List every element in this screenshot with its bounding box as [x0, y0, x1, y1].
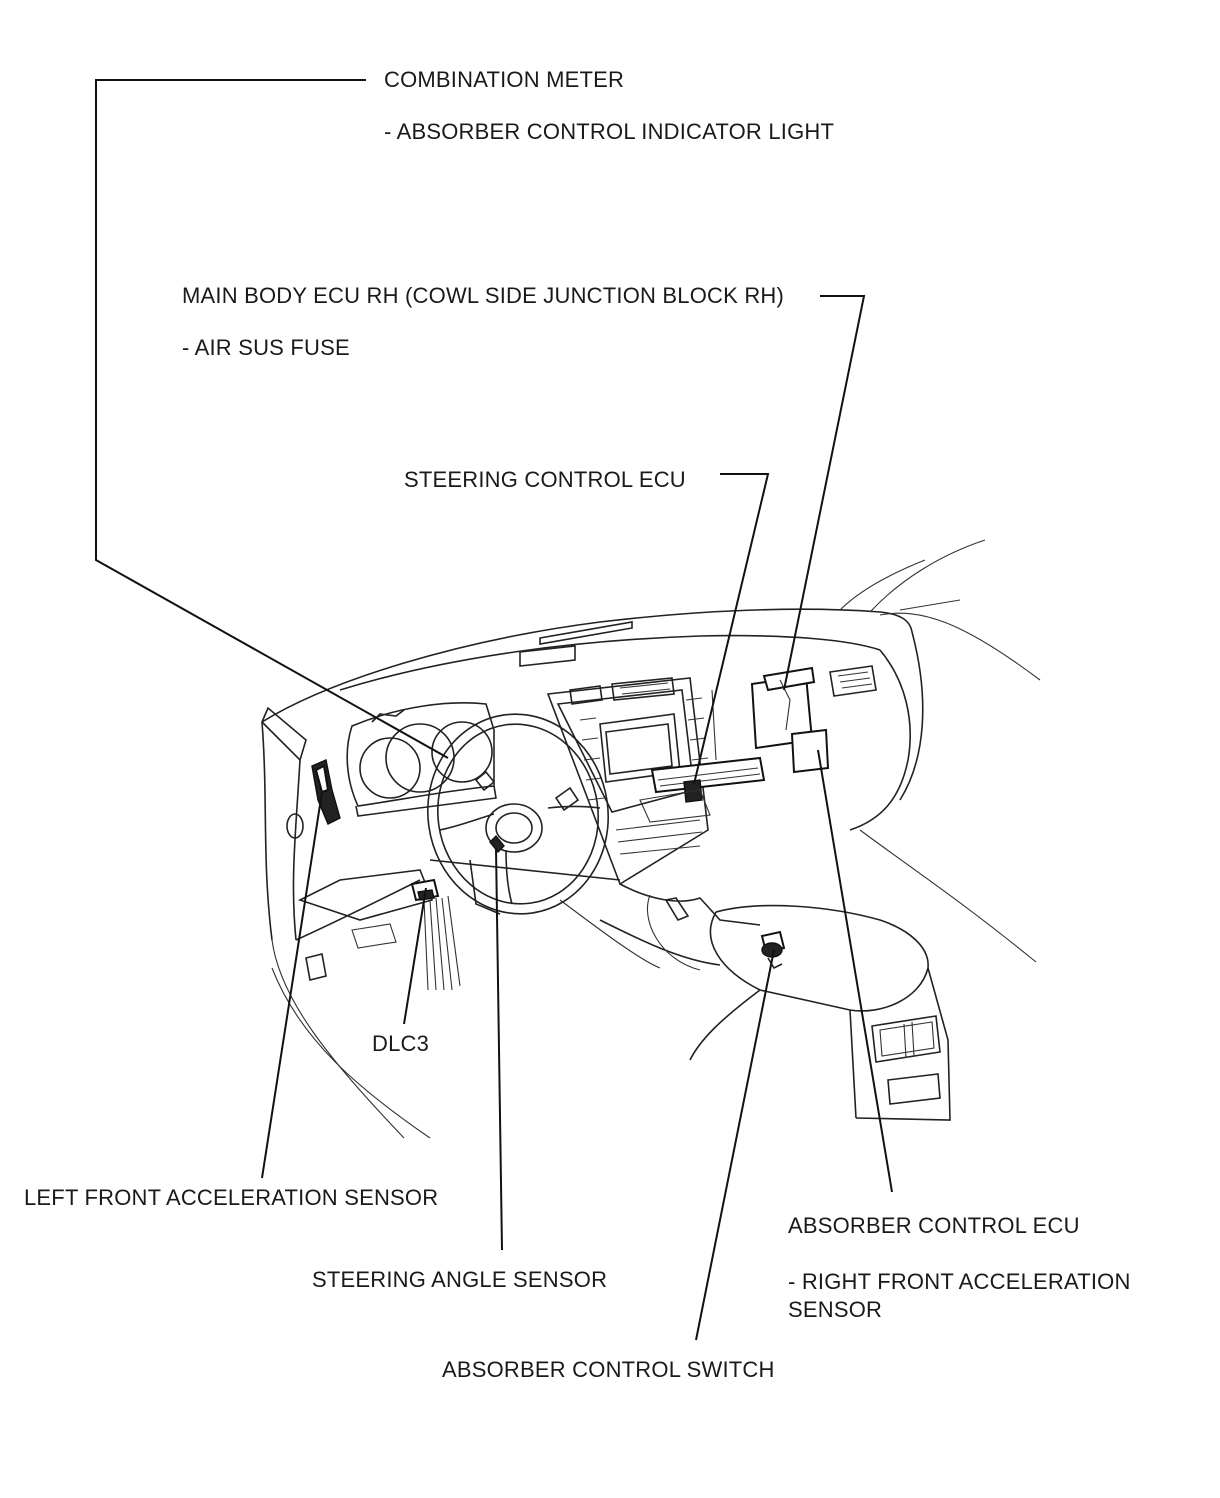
main-body-ecu-part	[711, 666, 830, 774]
steering-wheel	[426, 713, 610, 915]
left-front-accel-sensor-part	[311, 759, 341, 825]
label-left-front-accel-sensor: LEFT FRONT ACCELERATION SENSOR	[24, 1185, 439, 1210]
steering-control-ecu-part	[639, 756, 766, 823]
label-air-sus-fuse: - AIR SUS FUSE	[182, 335, 350, 360]
label-absorber-control-switch: ABSORBER CONTROL SWITCH	[442, 1357, 775, 1382]
combination-meter-part	[346, 702, 497, 817]
label-absorber-indicator-light: - ABSORBER CONTROL INDICATOR LIGHT	[384, 119, 835, 144]
leader-lines	[95, 79, 893, 1341]
label-absorber-control-ecu: ABSORBER CONTROL ECU	[788, 1213, 1080, 1238]
center-console	[546, 677, 761, 971]
armrest	[689, 904, 951, 1121]
label-right-front-accel-sensor-cont: SENSOR	[788, 1297, 883, 1322]
dlc3-part	[410, 878, 461, 991]
label-dlc3: DLC3	[372, 1031, 430, 1056]
label-combination-meter: COMBINATION METER	[384, 67, 625, 92]
label-steering-control-ecu: STEERING CONTROL ECU	[404, 467, 686, 492]
label-main-body-ecu: MAIN BODY ECU RH (COWL SIDE JUNCTION BLO…	[182, 283, 785, 308]
label-right-front-accel-sensor: - RIGHT FRONT ACCELERATION	[788, 1269, 1131, 1294]
label-steering-angle-sensor: STEERING ANGLE SENSOR	[312, 1267, 608, 1292]
